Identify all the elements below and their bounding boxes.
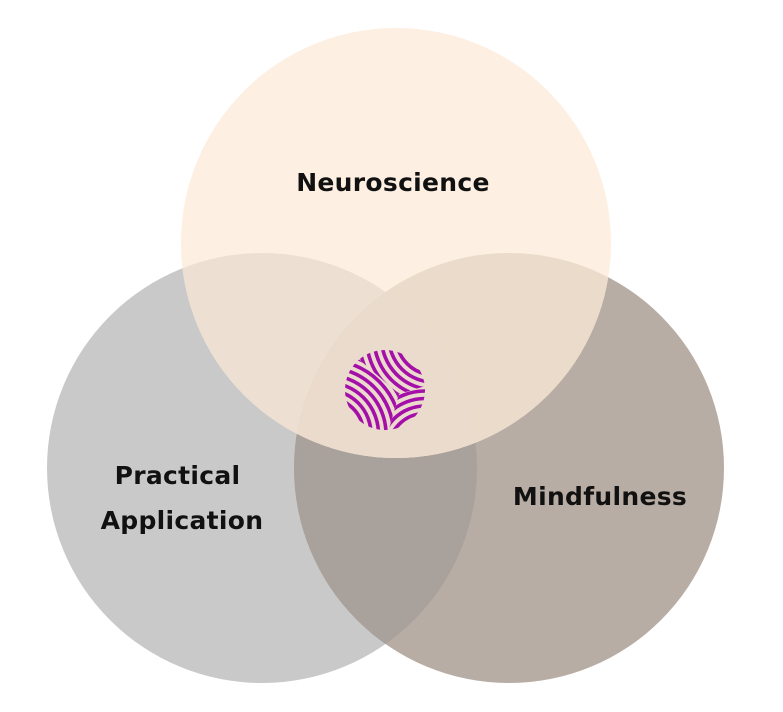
label-practical-line-2: Application [101,506,264,535]
label-neuroscience: Neuroscience [296,168,490,197]
label-mindfulness: Mindfulness [513,482,687,511]
label-practical-line-1: Practical [115,461,241,490]
label-practical-application: Practical Application [101,461,264,535]
label-neuroscience-line: Neuroscience [296,168,490,197]
label-mindfulness-line: Mindfulness [513,482,687,511]
overlap-all-three [294,253,477,458]
